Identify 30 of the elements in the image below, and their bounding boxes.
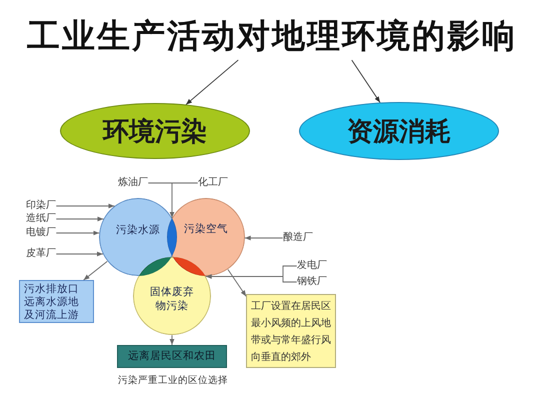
factory-label: 钢铁厂 <box>297 275 327 289</box>
arrow <box>56 252 104 256</box>
diagram-title: 工业生产活动对地理环境的影响 <box>22 12 522 60</box>
factory-label: 皮革厂 <box>26 247 56 261</box>
arrow <box>170 182 174 218</box>
factory-label: 电镀厂 <box>26 226 56 240</box>
arrow <box>56 230 100 236</box>
factory-label: 酿造厂 <box>283 231 313 245</box>
category-ellipse: 环境污染 <box>60 103 250 159</box>
factory-label: 发电厂 <box>297 259 327 273</box>
arrow <box>56 204 115 208</box>
arrow <box>205 274 284 279</box>
factory-label: 印染厂 <box>26 199 56 213</box>
arrow <box>282 276 298 282</box>
note-box: 污水排放口远离水源地及河流上游 <box>19 280 94 323</box>
arrow <box>228 269 247 297</box>
note-box: 工厂设置在居民区最小风频的上风地带或与常年盛行风向垂直的郊外 <box>246 294 336 368</box>
arrow <box>83 260 108 281</box>
note-box: 远离居民区和农田 <box>117 345 227 368</box>
arrow <box>186 60 239 106</box>
category-ellipse: 资源消耗 <box>299 102 499 160</box>
factory-label: 炼油厂 <box>118 176 148 190</box>
figure-caption: 污染严重工业的区位选择 <box>118 374 228 388</box>
arrow <box>351 60 380 103</box>
arrow <box>282 266 298 277</box>
arrow <box>170 334 174 346</box>
arrow <box>244 236 284 240</box>
factory-label: 化工厂 <box>198 176 228 190</box>
arrow <box>56 216 104 222</box>
factory-label: 造纸厂 <box>26 212 56 226</box>
